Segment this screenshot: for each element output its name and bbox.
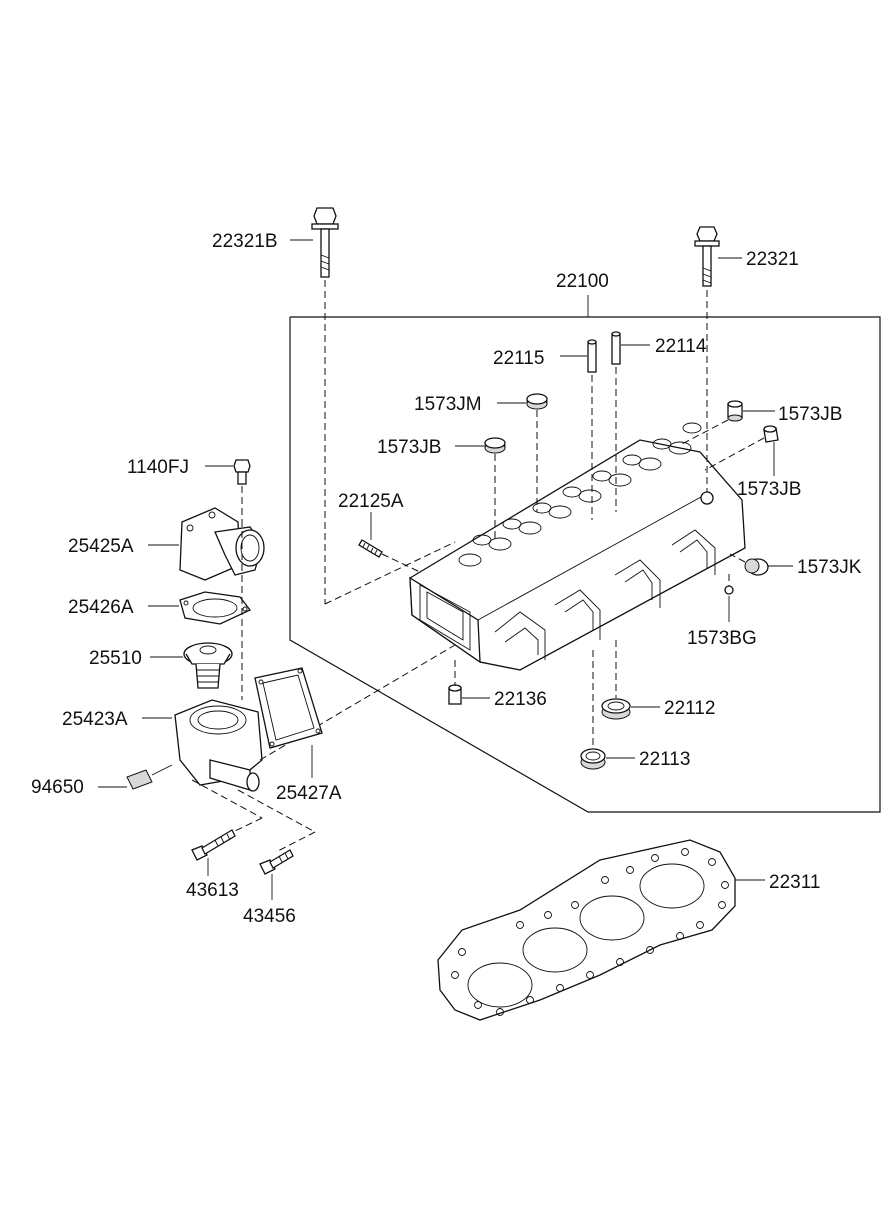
plug-1573jk — [729, 553, 793, 576]
gasket-hole — [616, 958, 624, 966]
label-22113: 22113 — [639, 749, 690, 770]
label-25425a: 25425A — [68, 536, 134, 557]
label-22125a: 22125A — [338, 491, 404, 512]
head-gasket-22311 — [437, 839, 765, 1021]
gasket-hole — [451, 971, 459, 979]
gasket-hole — [681, 848, 689, 856]
bolt-43456 — [259, 849, 294, 900]
label-1573jk: 1573JK — [797, 557, 862, 578]
gasket-hole — [556, 984, 564, 992]
label-25427a: 25427A — [276, 783, 342, 804]
gasket-bolt-holes — [451, 848, 729, 1016]
gasket-hole — [651, 854, 659, 862]
head-bolt-22321b — [290, 207, 456, 605]
valve-guide-22114 — [611, 331, 650, 512]
seal-1573jm — [497, 393, 548, 512]
valve-seat-ring — [682, 422, 702, 434]
label-22112: 22112 — [664, 698, 715, 719]
valve-guide-22115 — [560, 339, 597, 520]
valve-seat-ring — [578, 489, 602, 503]
gasket-hole — [718, 901, 726, 909]
valve-seat-ring — [608, 473, 632, 487]
valve-seat-22113 — [580, 650, 635, 770]
valve-seat-ring — [518, 521, 542, 535]
label-25423a: 25423A — [62, 709, 128, 730]
head-bolt-22321 — [694, 226, 742, 505]
gasket-25426a — [148, 591, 252, 625]
seal-1573jb-right-lower — [704, 425, 779, 476]
seal-1573jb-left — [455, 437, 506, 540]
label-22100: 22100 — [556, 271, 609, 292]
gasket-hole — [696, 921, 704, 929]
gasket-25427a — [254, 667, 323, 778]
gasket-hole — [708, 858, 716, 866]
label-1573jb-right-lower: 1573JB — [737, 479, 801, 500]
gasket-hole — [458, 948, 466, 956]
gasket-hole — [676, 932, 684, 940]
label-1573jb-right-upper: 1573JB — [778, 404, 842, 425]
gasket-hole — [544, 911, 552, 919]
gasket-hole — [526, 996, 534, 1004]
valve-seats — [458, 422, 702, 567]
gasket-hole — [721, 881, 729, 889]
gasket-hole — [646, 946, 654, 954]
label-22321b: 22321B — [212, 231, 278, 252]
label-1573jb-left: 1573JB — [377, 437, 441, 458]
gasket-hole — [474, 1001, 482, 1009]
label-25426a: 25426A — [68, 597, 134, 618]
label-22311: 22311 — [769, 872, 820, 893]
label-1573bg: 1573BG — [687, 628, 757, 649]
label-22114: 22114 — [655, 336, 707, 357]
dowel-22136 — [448, 660, 490, 705]
gasket-hole — [496, 1008, 504, 1016]
label-1573jm: 1573JM — [414, 394, 482, 415]
valve-seat-ring — [668, 441, 692, 455]
label-94650: 94650 — [31, 777, 84, 798]
gasket-hole — [601, 876, 609, 884]
label-43456: 43456 — [243, 906, 296, 927]
label-22136: 22136 — [494, 689, 547, 710]
valve-seat-22112 — [601, 640, 660, 720]
bolt-43613 — [191, 829, 236, 876]
valve-seat-ring — [548, 505, 572, 519]
label-25510: 25510 — [89, 648, 142, 669]
label-22321: 22321 — [746, 249, 799, 270]
plug-1573bg — [724, 574, 734, 622]
cylinder-head — [409, 422, 746, 671]
gasket-hole — [571, 901, 579, 909]
valve-seat-ring — [458, 553, 482, 567]
gasket-hole — [586, 971, 594, 979]
label-22115: 22115 — [493, 348, 544, 369]
label-43613: 43613 — [186, 880, 239, 901]
cylinder-head-assembly-frame — [289, 295, 881, 813]
thermostat-25510 — [150, 642, 233, 689]
gasket-hole — [516, 921, 524, 929]
bolt-1140fj — [205, 459, 251, 520]
valve-seat-ring — [638, 457, 662, 471]
stud-22125a — [358, 512, 421, 573]
seal-1573jb-right-upper — [679, 400, 775, 446]
valve-seat-ring — [488, 537, 512, 551]
gasket-hole — [626, 866, 634, 874]
label-1140fj: 1140FJ — [127, 457, 189, 478]
water-outlet-25425a — [148, 507, 265, 581]
